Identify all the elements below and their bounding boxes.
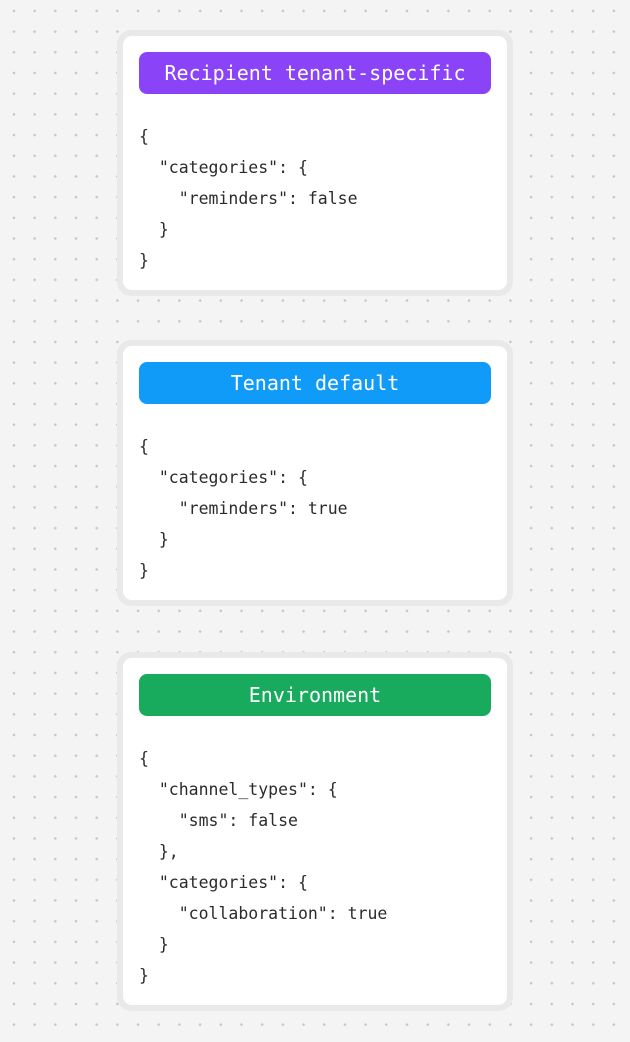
recipient-tenant-json-code: { "categories": { "reminders": false } } <box>139 127 358 270</box>
recipient-tenant-card-body: Recipient tenant-specific { "categories"… <box>123 36 507 290</box>
recipient-tenant-badge: Recipient tenant-specific <box>139 52 491 94</box>
environment-card-body: Environment { "channel_types": { "sms": … <box>123 658 507 1005</box>
environment-json-code: { "channel_types": { "sms": false }, "ca… <box>139 749 388 985</box>
tenant-default-card-body: Tenant default { "categories": { "remind… <box>123 346 507 600</box>
environment-badge: Environment <box>139 674 491 716</box>
tenant-default-card: Tenant default { "categories": { "remind… <box>117 340 513 606</box>
tenant-default-badge: Tenant default <box>139 362 491 404</box>
recipient-tenant-card: Recipient tenant-specific { "categories"… <box>117 30 513 296</box>
environment-card: Environment { "channel_types": { "sms": … <box>117 652 513 1011</box>
tenant-default-json-code: { "categories": { "reminders": true } } <box>139 437 348 580</box>
